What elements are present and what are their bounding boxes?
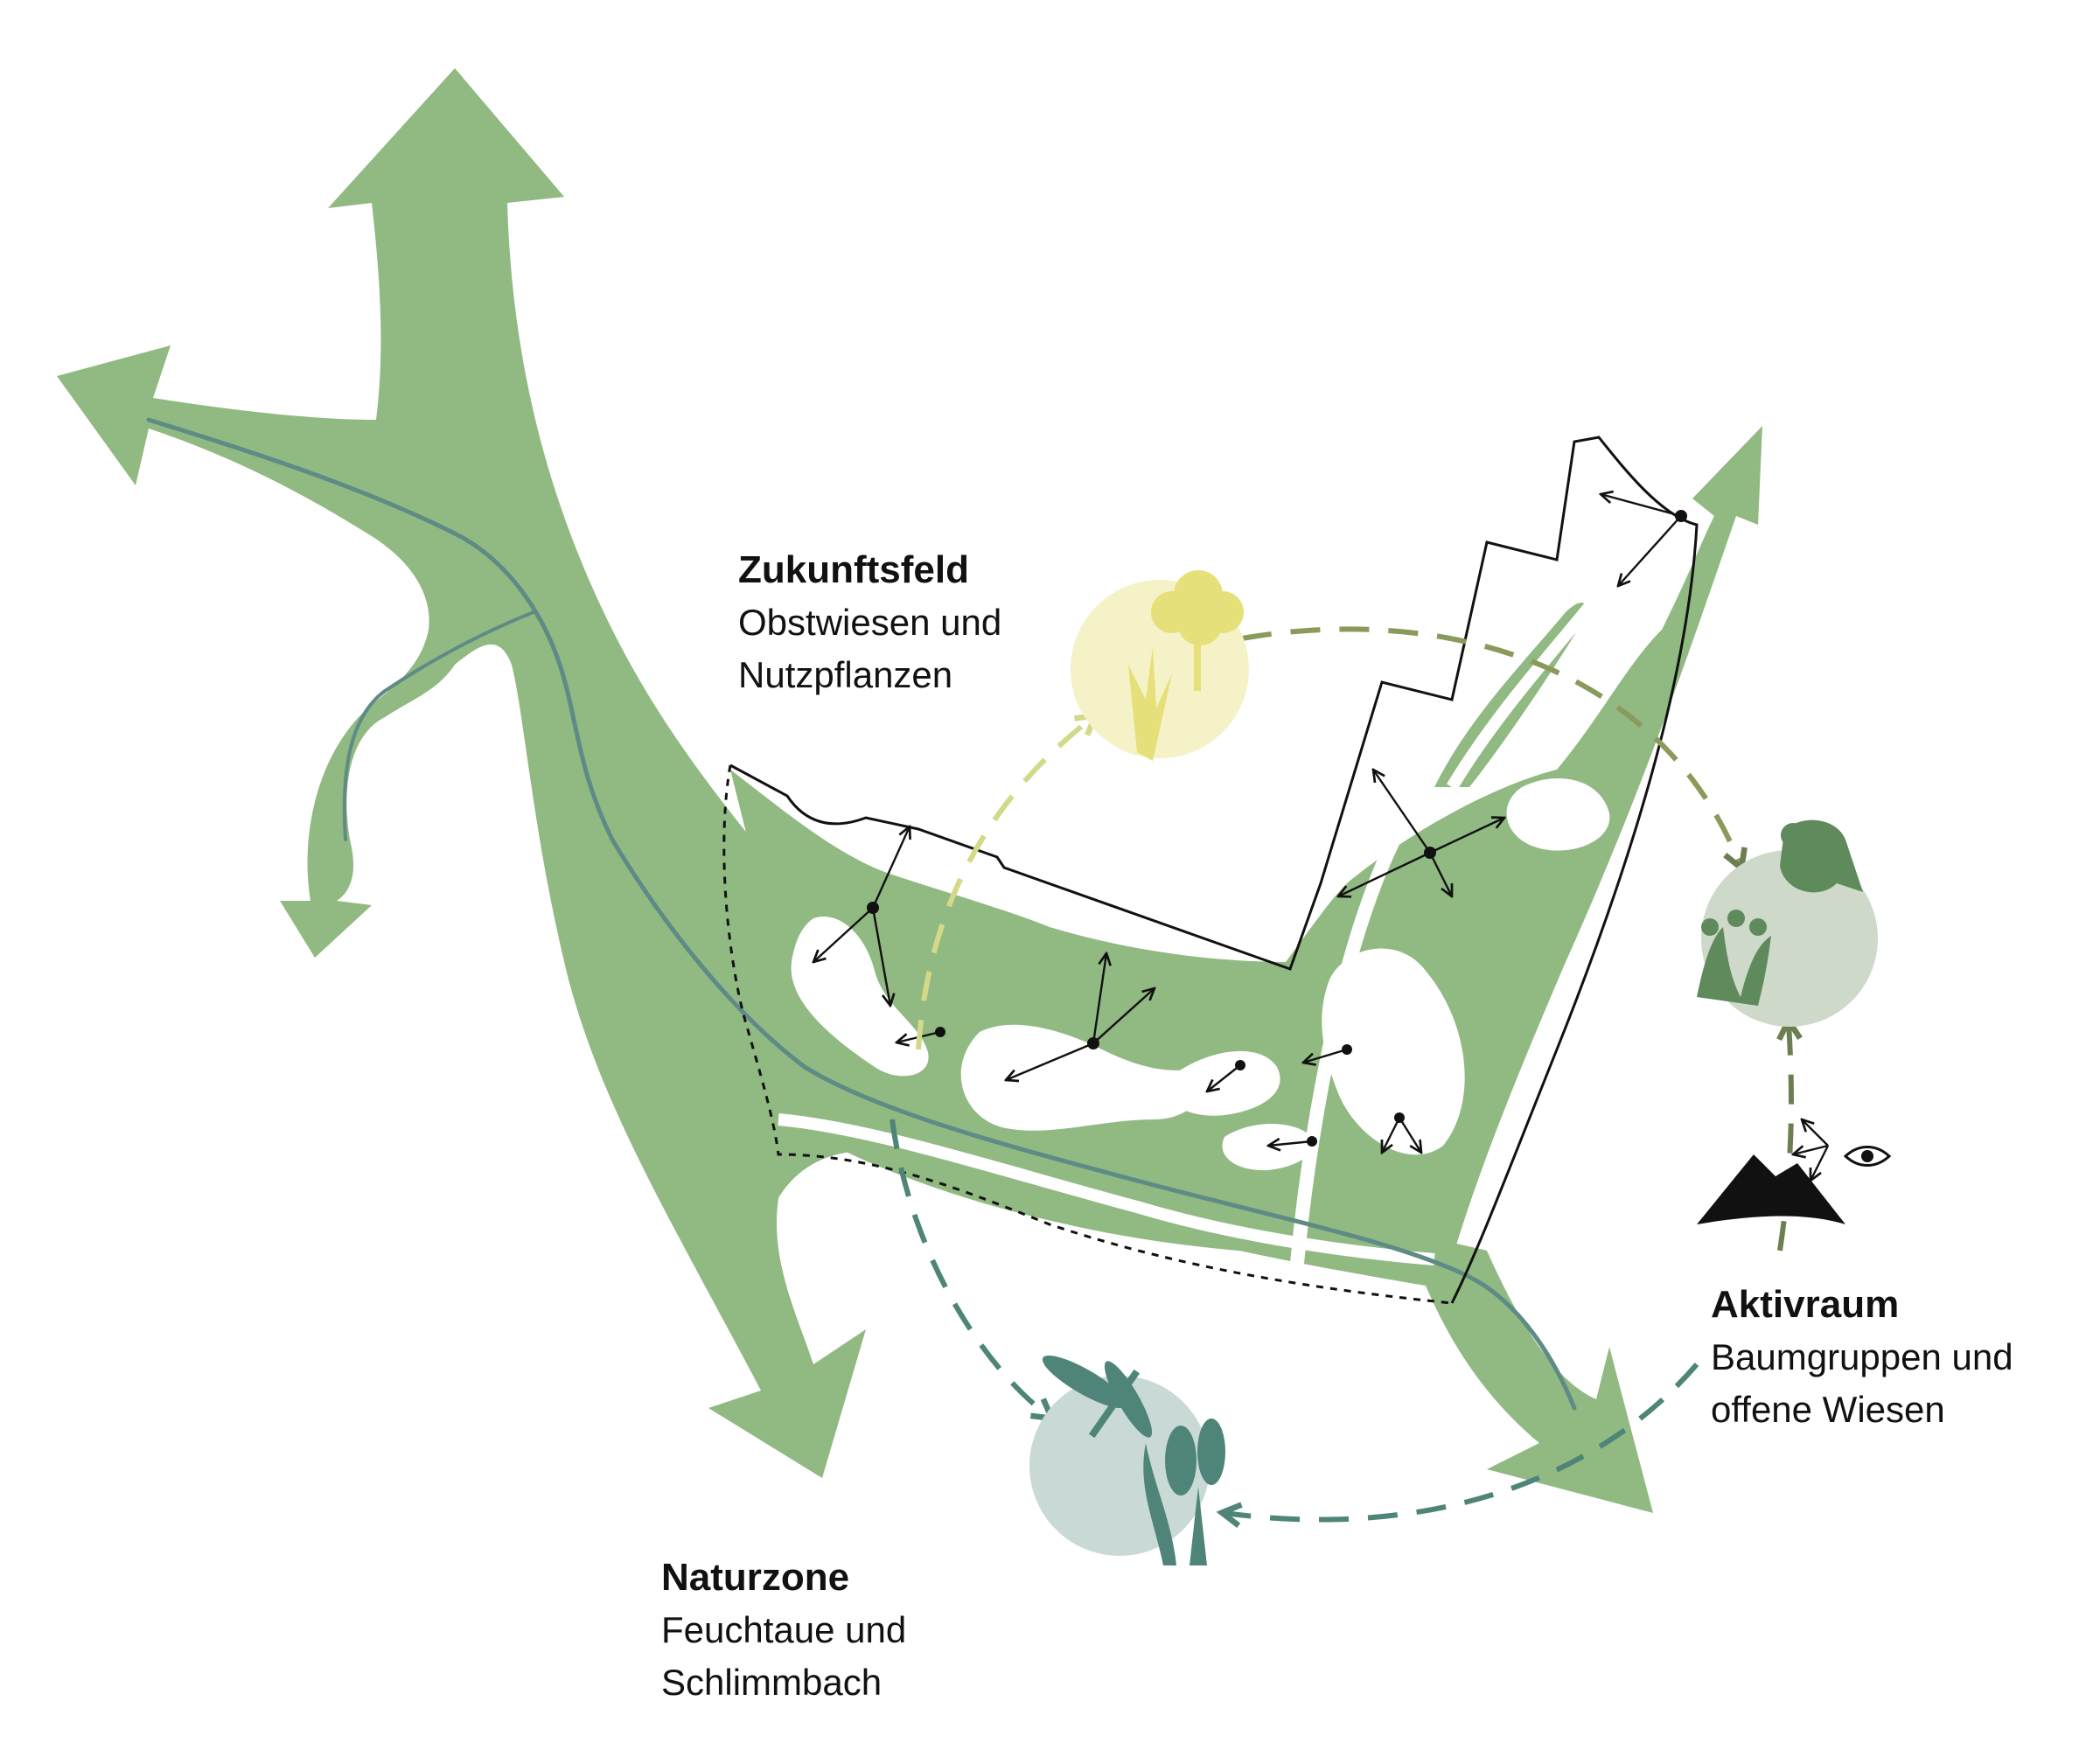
cycle-dash-teal-left (890, 1119, 1050, 1417)
zukunftsfeld-desc-1: Obstwiesen und (738, 602, 1002, 643)
footpath-lower (778, 1113, 1435, 1265)
zukunftsfeld-label: Zukunftsfeld Obstwiesen und Nutzpflanzen (738, 544, 1001, 701)
dragonfly-and-reeds-icon (1042, 1355, 1225, 1565)
eye-icon (1843, 1146, 1892, 1167)
footpath-vertical (1287, 765, 1441, 1295)
viewpoint-dots (867, 510, 1687, 1147)
green-corridor-main (57, 68, 1653, 1513)
aktivraum-label: Aktivraum Baumgruppen und offene Wiesen (1711, 1279, 2013, 1436)
green-corridor (57, 68, 1762, 1513)
aktivraum-title: Aktivraum (1711, 1283, 1900, 1326)
naturzone-label: Naturzone Feuchtaue und Schlimmbach (661, 1551, 906, 1709)
meadow-6 (1506, 778, 1610, 851)
naturzone-desc-1: Feuchtaue und (661, 1609, 907, 1650)
zukunftsfeld-title: Zukunftsfeld (738, 548, 969, 591)
aktivraum-desc-1: Baumgruppen und (1711, 1336, 2013, 1377)
movement-arrows (813, 494, 1830, 1181)
cycle-dash-yellow (916, 717, 1093, 1050)
cycle-dash-green-up (1780, 1023, 1791, 1251)
schlimmbach-tributary (342, 610, 535, 841)
schlimmbach-river (146, 417, 1577, 1411)
meadow-5 (1322, 948, 1465, 1155)
meadow-2 (960, 1024, 1204, 1131)
cycle-dash-teal-right (1224, 1363, 1699, 1520)
mountain-icon (1697, 1154, 1845, 1224)
naturzone-desc-2: Schlimmbach (661, 1662, 883, 1703)
meadow-3 (1167, 1050, 1280, 1116)
cycle-dash-olive (1241, 626, 1741, 866)
naturzone-title: Naturzone (661, 1556, 850, 1599)
zukunftsfeld-desc-2: Nutzpflanzen (738, 654, 953, 695)
aktivraum-desc-2: offene Wiesen (1711, 1389, 1945, 1430)
bird-and-shrubs-icon (1697, 819, 1863, 1006)
tree-and-plants-icon (1128, 570, 1244, 761)
